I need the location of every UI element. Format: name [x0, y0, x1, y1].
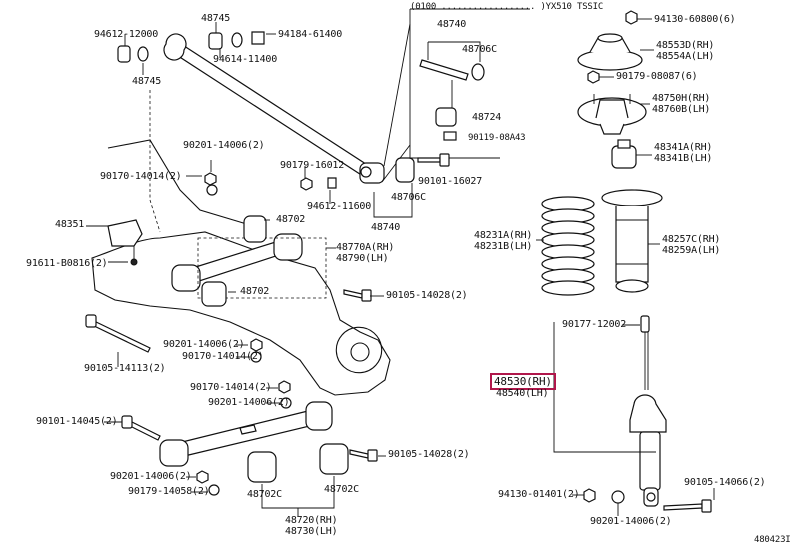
bushing-48706c: [373, 157, 415, 218]
coil-spring-48231a: [536, 196, 595, 296]
label-48740-inset: 48740: [437, 19, 467, 30]
label-48341a: 48341A(RH): [654, 142, 713, 153]
label-48706c-inset: 48706C: [462, 44, 497, 55]
bolt-90101-16027: [417, 153, 450, 167]
label-90101-14045: 90101-14045(2): [36, 416, 118, 427]
label-90105-14028-b: 90105-14028(2): [388, 449, 470, 460]
bolt-90105-14113: [85, 314, 151, 353]
label-48540: 48540(LH): [496, 388, 549, 399]
label-90101-16027: 90101-16027: [418, 176, 483, 187]
label-94130-60800: 94130-60800(6): [654, 14, 736, 25]
label-48554a: 48554A(LH): [656, 51, 715, 62]
label-48720: 48720(RH): [285, 515, 338, 526]
label-90201-14006-d: 90201-14006(2): [110, 471, 192, 482]
label-48730: 48730(LH): [285, 526, 338, 537]
label-48257c: 48257C(RH): [662, 234, 721, 245]
label-94612-12000: 94612-12000: [94, 29, 159, 40]
label-48790: 48790(LH): [336, 253, 389, 264]
label-90119-08a43: 90119-08A43: [468, 133, 526, 143]
label-90179-08087: 90179-08087(6): [616, 71, 698, 82]
label-90105-14113: 90105-14113(2): [84, 363, 166, 374]
label-90201-14006-e: 90201-14006(2): [590, 516, 672, 527]
inset-box: [381, 8, 530, 183]
label-48351: 48351: [55, 219, 85, 230]
label-48745-top: 48745: [201, 13, 231, 24]
nut-90179-16012: [300, 177, 337, 191]
label-48770a: 48770A(RH): [336, 242, 395, 253]
label-90177-12002: 90177-12002: [562, 319, 627, 330]
shock-absorber-48530: [622, 315, 667, 507]
label-90170-14014-c: 90170-14014(2): [190, 382, 272, 393]
label-48724: 48724: [472, 112, 502, 123]
bolt-90101-14045: [121, 415, 161, 441]
insulator-48750h: [577, 94, 650, 135]
bushing-48702c-b: [319, 443, 349, 475]
support-48553d: [577, 33, 654, 71]
label-90201-14006-a: 90201-14006(2): [183, 140, 265, 151]
label-90170-14014-b: 90170-14014(2): [182, 351, 264, 362]
label-91611-b0816: 91611-B0816(2): [26, 258, 108, 269]
label-48231b: 48231B(LH): [474, 241, 533, 252]
label-48702-a: 48702: [276, 214, 306, 225]
bumper-48341a: [611, 139, 652, 169]
leader-lines-left: [86, 22, 386, 493]
label-48702c-b: 48702C: [324, 484, 359, 495]
label-48760b: 48760B(LH): [652, 104, 711, 115]
bushing-48702-upper: [243, 215, 267, 243]
bushing-48745-left: [117, 45, 149, 63]
label-94130-01401: 94130-01401(2): [498, 489, 580, 500]
label-48553d: 48553D(RH): [656, 40, 715, 51]
label-48530-highlighted[interactable]: 48530(RH): [490, 373, 556, 390]
label-90170-14014-a: 90170-14014(2): [100, 171, 182, 182]
label-90179-16012: 90179-16012: [280, 160, 345, 171]
bushing-48702c-a: [247, 451, 277, 483]
label-48341b: 48341B(LH): [654, 153, 713, 164]
label-90201-14006-c: 90201-14006(2): [208, 397, 290, 408]
nut-90179-08087: [587, 70, 614, 84]
label-48231a: 48231A(RH): [474, 230, 533, 241]
bolt-90105-14028-b: [349, 449, 378, 462]
bracket-48351: [107, 219, 143, 266]
label-48750h: 48750H(RH): [652, 93, 711, 104]
label-48745-left: 48745: [132, 76, 162, 87]
bushing-48702-lower: [201, 281, 227, 307]
label-48702c-a: 48702C: [247, 489, 282, 500]
boot-48257c: [601, 189, 663, 293]
label-94612-11600: 94612-11600: [307, 201, 372, 212]
lower-control-arm: [159, 401, 333, 467]
bushing-48745-top: [208, 31, 265, 50]
label-90105-14028-a: 90105-14028(2): [386, 290, 468, 301]
label-94614-11400: 94614-11400: [213, 54, 278, 65]
label-48706c: 48706C: [391, 192, 426, 203]
label-90179-14058: 90179-14058(2): [128, 486, 210, 497]
label-48259a: 48259A(LH): [662, 245, 721, 256]
label-90201-14006-b: 90201-14006(2): [163, 339, 245, 350]
upper-control-arm: [171, 233, 327, 299]
bolt-90105-14066: [663, 488, 715, 513]
nut-washer-upper: [204, 172, 263, 363]
inset-caption: (0100 .................. )YX510 TSSIC: [410, 2, 604, 12]
label-94184-61400: 94184-61400: [278, 29, 343, 40]
label-48740: 48740: [371, 222, 401, 233]
label-90105-14066: 90105-14066(2): [684, 477, 766, 488]
label-48702-b: 48702: [240, 286, 270, 297]
lateral-control-rod: [163, 33, 385, 184]
strut-bracket: [553, 322, 656, 453]
diagram-id: 480423I: [754, 535, 791, 545]
nut-washer-lower: [196, 380, 292, 496]
nut-94130-01401: [572, 488, 625, 516]
nut-94130-60800: [625, 10, 652, 25]
axle-housing-outline: [91, 90, 391, 396]
bolt-90105-14028-a: [343, 289, 372, 302]
